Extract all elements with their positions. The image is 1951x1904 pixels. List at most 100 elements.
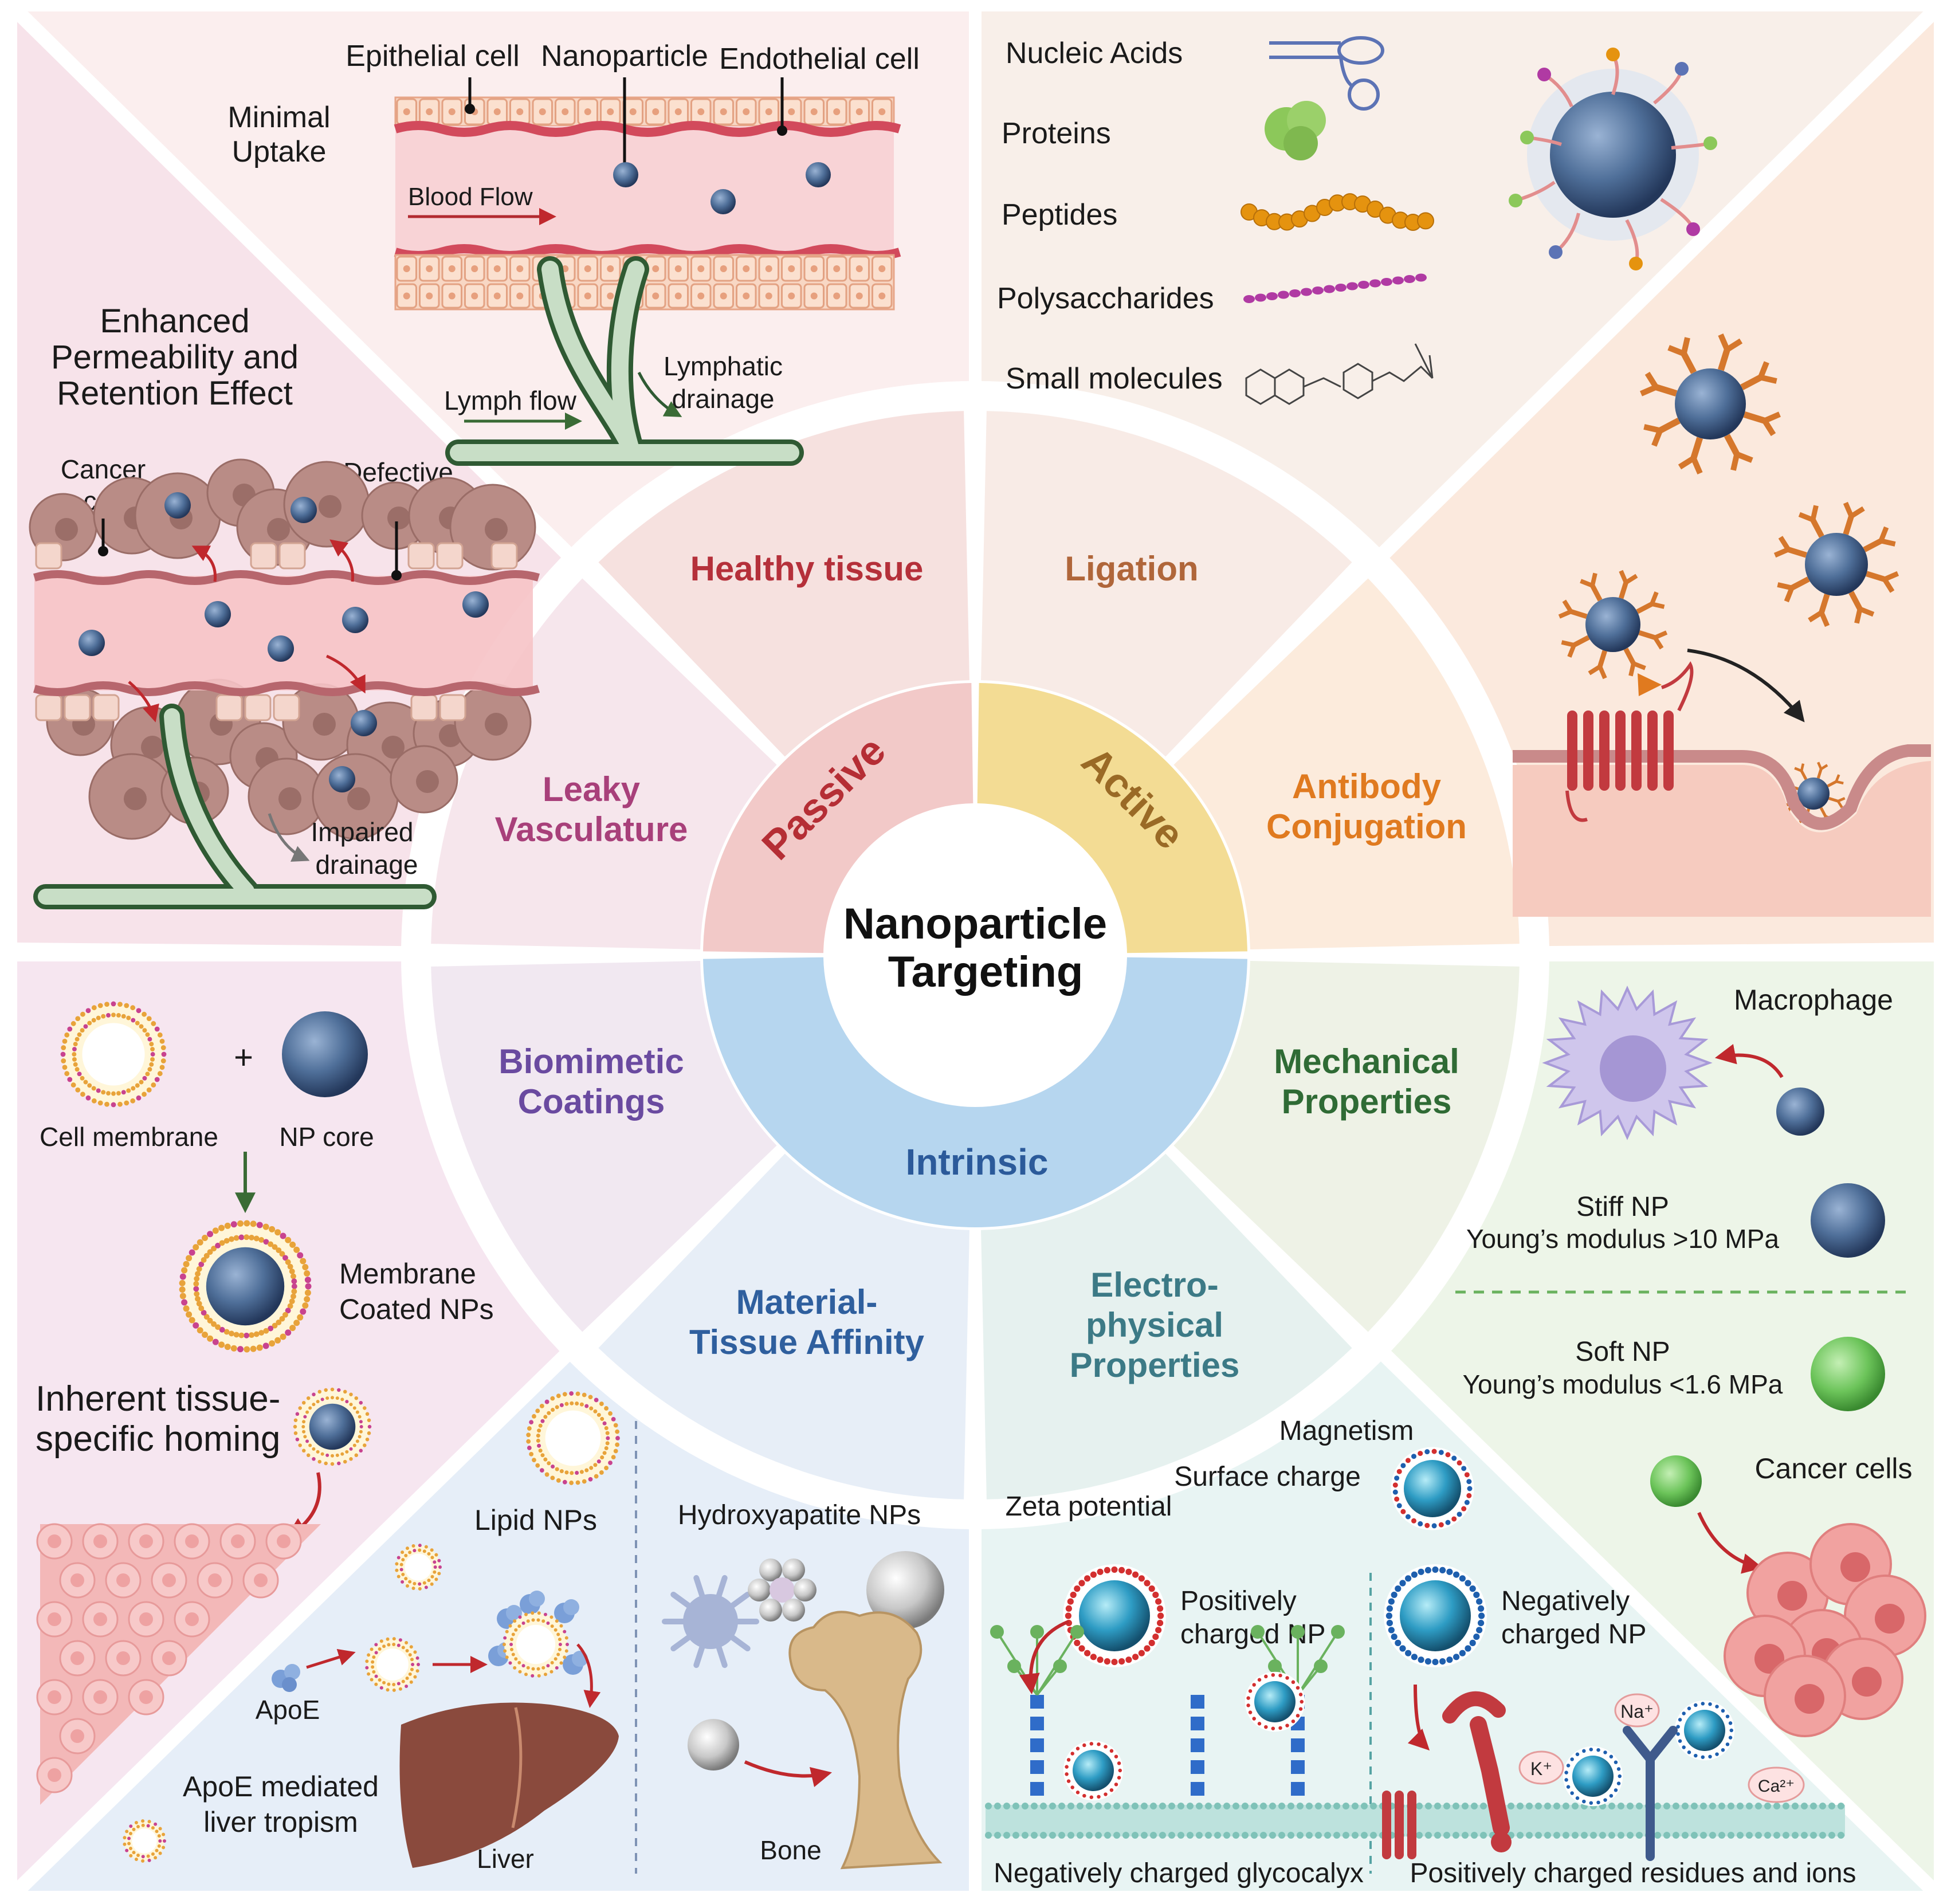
membrane-receptor-icon — [1382, 1791, 1416, 1859]
epr-title-line2: Permeability and — [51, 339, 299, 376]
inner-ring-passive — [703, 683, 973, 953]
bone-label: Bone — [760, 1835, 821, 1865]
pos-np-line1: Positively — [1180, 1586, 1297, 1616]
functionalized-nanoparticle-icon — [1550, 92, 1676, 218]
antibody-panel — [1513, 333, 1931, 917]
apoe-liver-line1: ApoE mediated — [183, 1770, 379, 1803]
segment-affinity-line1: Material- — [736, 1283, 878, 1321]
apoe-liver-line2: liver tropism — [203, 1806, 358, 1838]
svg-text:Ca²⁺: Ca²⁺ — [1758, 1777, 1795, 1796]
soft-np-small-icon — [1650, 1455, 1702, 1507]
segment-mechanical-line2: Properties — [1282, 1082, 1452, 1121]
segment-bg-biomimetic — [431, 961, 777, 1332]
segment-biomimetic-line2: Coatings — [518, 1082, 665, 1121]
svg-text:K⁺: K⁺ — [1530, 1758, 1552, 1779]
endocytosis-arrow — [1687, 649, 1805, 723]
peptide-icon — [1241, 193, 1434, 231]
np-core-icon — [282, 1011, 368, 1097]
cell-membrane-icon — [60, 1001, 167, 1108]
blood-vessel — [394, 96, 901, 311]
positively-charged-np-icon — [1063, 1564, 1166, 1667]
leaky-vessel — [34, 576, 533, 690]
antibody-conjugated-np-icon — [1773, 501, 1899, 627]
segment-bg-healthy — [598, 411, 969, 757]
soft-np-icon — [1811, 1337, 1885, 1411]
antibody-conjugated-np-icon — [1558, 570, 1668, 680]
macrophage-label: Macrophage — [1734, 984, 1893, 1016]
antibody-conjugated-np-icon — [1640, 333, 1781, 474]
nanoparticle-icon — [78, 630, 105, 656]
negatively-charged-np-icon — [1384, 1564, 1487, 1667]
hydroxyapatite-cluster-icon — [748, 1558, 816, 1622]
nanoparticle-icon — [613, 162, 638, 187]
center-circle — [825, 805, 1125, 1105]
stiff-np-label: Stiff NP — [1576, 1192, 1669, 1222]
lipid-np-icon — [526, 1391, 620, 1485]
ligand-peptides: Peptides — [1002, 198, 1117, 231]
cell-membrane-label: Cell membrane — [40, 1122, 218, 1152]
membrane-coated-line2: Coated NPs — [339, 1293, 494, 1325]
core-label-intrinsic: Intrinsic — [906, 1141, 1049, 1183]
residues-label: Positively charged residues and ions — [1410, 1858, 1856, 1889]
impaired-drainage-line1: Impaired — [311, 817, 414, 847]
macrophage-icon — [1542, 986, 1713, 1140]
soft-modulus-label: Young’s modulus <1.6 MPa — [1463, 1369, 1783, 1399]
lipid-nps-label: Lipid NPs — [474, 1504, 597, 1536]
zeta-potential-label: Zeta potential — [1006, 1491, 1172, 1522]
svg-text:Na⁺: Na⁺ — [1620, 1701, 1654, 1722]
homing-line1: Inherent tissue- — [36, 1379, 280, 1419]
ligand-proteins: Proteins — [1002, 117, 1111, 150]
cell-membrane — [1513, 744, 1931, 830]
nucleic-acid-icon — [1269, 36, 1384, 111]
nanoparticle-icon — [710, 189, 736, 214]
ligand-nucleic-acids: Nucleic Acids — [1006, 37, 1183, 70]
y-receptor-icon — [1623, 1726, 1678, 1861]
ligand-triangle-icon — [1638, 673, 1662, 696]
segment-bg-affinity — [598, 1153, 969, 1499]
ligation-panel: Nucleic Acids Proteins Peptides Polysacc… — [997, 36, 1717, 405]
surface-charge-label: Surface charge — [1174, 1462, 1361, 1492]
nanoparticle-icon — [205, 601, 231, 627]
inner-ring — [703, 683, 1247, 1227]
nanoparticle-icon — [329, 766, 355, 792]
inner-ring-intrinsic — [703, 957, 1247, 1227]
receptor-icon — [1565, 661, 1694, 822]
outer-segments — [431, 411, 1520, 1499]
electro-panel: Cancer cells Magnetism Surface charge Ze… — [985, 1416, 1926, 1889]
nanoparticle-icon — [806, 162, 831, 187]
ion-k: K⁺ — [1518, 1750, 1564, 1785]
segment-electro-line3: Properties — [1070, 1346, 1240, 1384]
targeting-wheel: Nanoparticle Targeting Passive Active In… — [401, 381, 1549, 1529]
segment-antibody-line2: Conjugation — [1266, 807, 1467, 846]
minimal-uptake-line1: Minimal — [227, 101, 330, 134]
hydroxyapatite-np-spiky-icon — [662, 1575, 759, 1669]
epithelial-cell-label: Epithelial cell — [346, 40, 520, 73]
nanoparticle-icon — [164, 492, 191, 519]
segment-leaky-line2: Vasculature — [495, 810, 688, 849]
plus-sign: + — [234, 1039, 253, 1076]
segment-mechanical-line1: Mechanical — [1274, 1042, 1459, 1081]
nanoparticle-label: Nanoparticle — [541, 40, 708, 73]
hydroxyapatite-np-icon — [866, 1551, 944, 1629]
lymph-flow-label: Lymph flow — [444, 386, 577, 415]
cancer-cells-label: Cancer cells — [1754, 1452, 1912, 1485]
glycocalyx-label: Negatively charged glycocalyx — [994, 1858, 1364, 1889]
nanoparticle-icon — [268, 635, 294, 662]
segment-healthy-tissue: Healthy tissue — [690, 549, 924, 588]
small-molecule-icon — [1245, 343, 1434, 405]
healthy-tissue-panel: Minimal Uptake Epithelial cell Nanoparti… — [227, 40, 920, 466]
ion-ca: Ca²⁺ — [1748, 1766, 1805, 1803]
charged-np-icon — [1391, 1447, 1474, 1530]
segment-bg-ligation — [981, 411, 1352, 757]
segment-ligation: Ligation — [1065, 549, 1198, 588]
nanoparticle-icon — [462, 591, 489, 618]
membrane-coated-np-icon — [179, 1220, 312, 1353]
coated-np-small-icon — [293, 1387, 372, 1466]
liver-icon — [399, 1702, 619, 1868]
polysaccharide-icon — [1243, 273, 1427, 303]
hydroxyapatite-np-small-icon — [688, 1719, 739, 1770]
nanoparticle-icon — [342, 607, 368, 633]
hydroxyapatite-label: Hydroxyapatite NPs — [678, 1500, 921, 1530]
biomimetic-panel: + Cell membrane NP core Membrane Coated … — [36, 1001, 494, 1805]
